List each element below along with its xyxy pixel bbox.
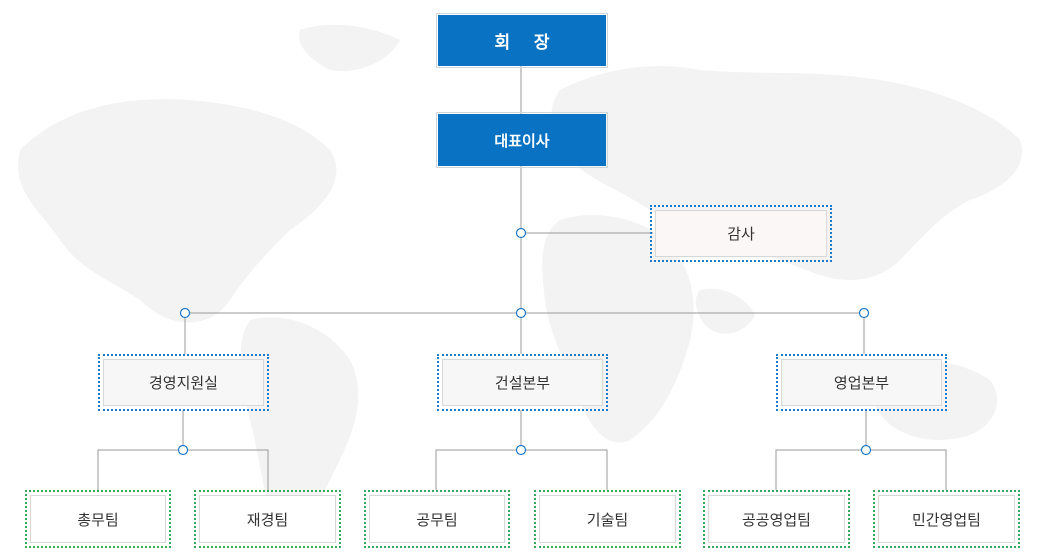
team-label: 기술팀 bbox=[586, 510, 629, 529]
team-label: 공공영업팀 bbox=[741, 510, 811, 529]
team-bracket-2 bbox=[435, 449, 608, 490]
team-bracket-3 bbox=[775, 449, 947, 490]
division-label: 영업본부 bbox=[833, 374, 890, 392]
ceo-label: 대표이사 bbox=[494, 131, 550, 150]
bus-junction-dot-right bbox=[858, 307, 870, 319]
team-technology: 기술팀 bbox=[534, 490, 681, 548]
audit-junction-dot bbox=[515, 227, 527, 239]
team-public-sales: 공공영업팀 bbox=[703, 490, 850, 548]
team-bracket-1 bbox=[97, 449, 269, 490]
team-junction-dot-1 bbox=[177, 444, 189, 456]
team-junction-dot-3 bbox=[860, 444, 872, 456]
chairman-label: 회 장 bbox=[494, 33, 550, 53]
audit-label: 감사 bbox=[727, 225, 755, 243]
division-label: 건설본부 bbox=[494, 374, 551, 392]
division-construction: 건설본부 bbox=[437, 354, 608, 411]
division-management-support: 경영지원실 bbox=[98, 354, 269, 411]
team-general-affairs: 총무팀 bbox=[25, 490, 171, 548]
team-label: 재경팀 bbox=[246, 510, 289, 529]
chairman-box: 회 장 bbox=[436, 13, 608, 68]
audit-box: 감사 bbox=[650, 205, 832, 262]
team-private-sales: 민간영업팀 bbox=[873, 490, 1020, 548]
division-sales: 영업본부 bbox=[776, 354, 947, 411]
team-construction-affairs: 공무팀 bbox=[364, 490, 510, 548]
bus-junction-dot-center bbox=[515, 307, 527, 319]
team-label: 공무팀 bbox=[416, 510, 458, 529]
team-finance: 재경팀 bbox=[194, 490, 341, 548]
team-label: 총무팀 bbox=[77, 510, 119, 529]
team-junction-dot-2 bbox=[515, 444, 527, 456]
division-label: 경영지원실 bbox=[148, 374, 218, 392]
team-label: 민간영업팀 bbox=[911, 510, 981, 529]
bus-junction-dot-left bbox=[179, 307, 191, 319]
ceo-box: 대표이사 bbox=[436, 112, 608, 168]
